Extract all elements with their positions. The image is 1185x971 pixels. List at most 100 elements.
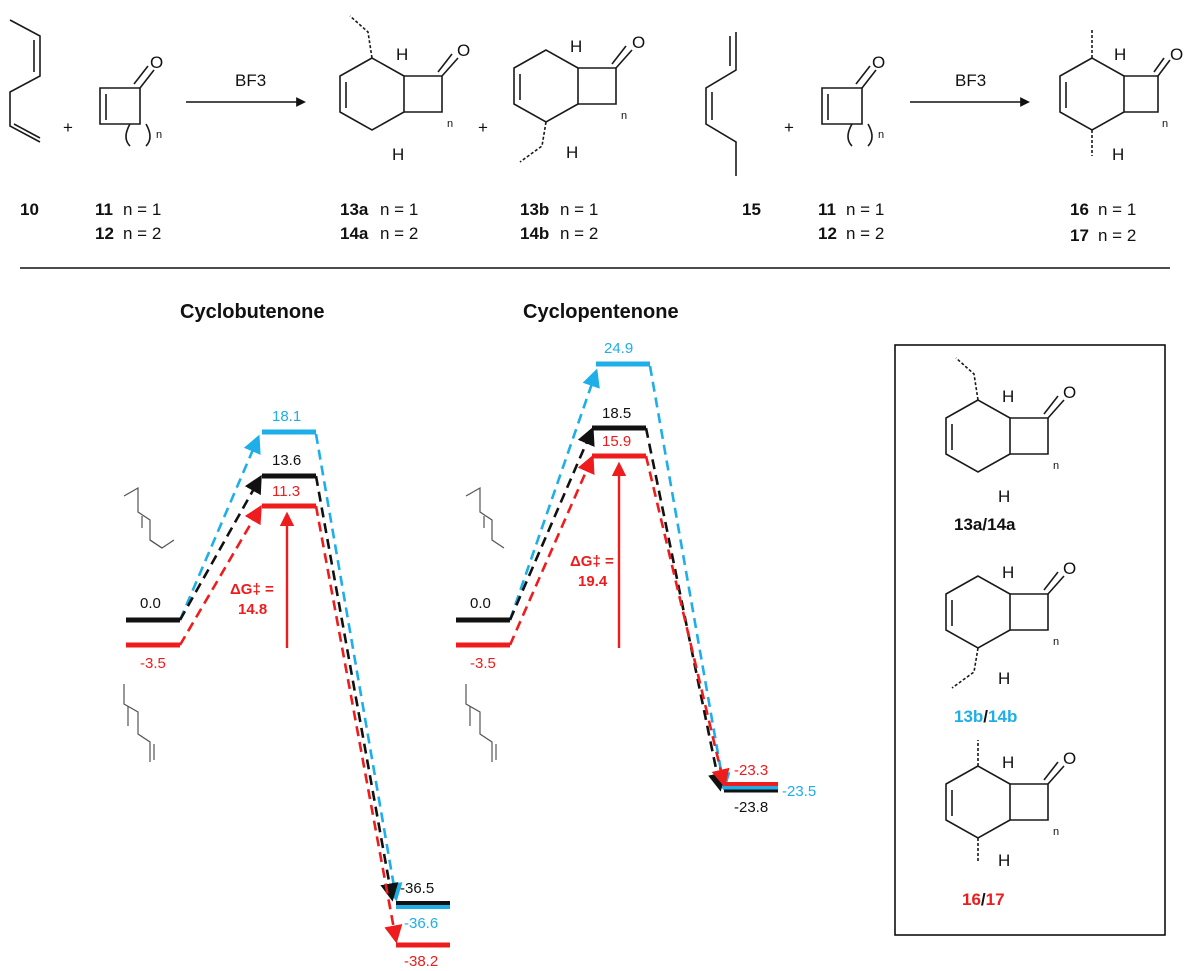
compound-11-label: 11 (818, 200, 836, 219)
oxygen-atom: O (632, 33, 645, 52)
n-subscript: n (621, 110, 627, 122)
value-start-black-right: 0.0 (470, 595, 491, 612)
n-subscript: n (447, 118, 453, 130)
legend-b-sep: / (983, 707, 988, 726)
n-subscript: n (1053, 636, 1059, 648)
diene-icon-15-left (123, 684, 155, 762)
product-13b-structure (513, 45, 633, 163)
product-16-structure (1059, 30, 1171, 156)
n-subscript: n (878, 129, 884, 141)
compound-11-label: 11 (95, 200, 113, 219)
legend-structure-13b (945, 571, 1065, 689)
hydrogen-atom: H (570, 37, 582, 56)
legend-box (894, 344, 1166, 936)
legend-c-sep: / (981, 890, 986, 909)
legend-a-sep: / (982, 515, 987, 534)
plus-sign: + (63, 118, 73, 137)
oxygen-atom: O (1063, 559, 1076, 578)
connector-blue-down-left (314, 433, 403, 902)
n-subscript: n (1162, 118, 1168, 130)
cycloalkenone-structure-1 (99, 65, 155, 147)
compound-12-label: 12 (818, 224, 837, 243)
compound-15-label: 15 (742, 200, 761, 219)
hydrogen-atom: H (1114, 45, 1126, 64)
connector-blue-down-right (648, 365, 731, 792)
compound-13a-label: 13a (340, 200, 369, 219)
compound-12-label: 12 (95, 224, 114, 243)
connector-red-up-left (178, 504, 262, 646)
connector-black-down-right (644, 427, 726, 792)
compound-14a-label: 14a (340, 224, 369, 243)
legend-c-p2: 17 (986, 890, 1005, 909)
plus-sign: + (478, 118, 488, 137)
barrier-label-right: ΔG‡ = (570, 553, 614, 570)
value-ts-red-left: 11.3 (272, 483, 300, 500)
catalyst-label: BF3 (235, 71, 266, 90)
connector-red-down-left (314, 505, 403, 944)
connector-black-up-right (508, 426, 595, 621)
diene-icon-10-right (465, 486, 505, 549)
barrier-value-left: 14.8 (238, 601, 267, 618)
compound-13b-label: 13b (520, 200, 549, 219)
n1-label: n = 1 (846, 200, 884, 219)
profile-title-cyclobutenone: Cyclobutenone (180, 301, 324, 323)
oxygen-atom: O (1063, 383, 1076, 402)
hydrogen-atom: H (1002, 563, 1014, 582)
legend-label-a: 13a/14a (954, 515, 1016, 534)
svg-text:13b/14b: 13b/14b (954, 707, 1017, 726)
diene-15-structure (705, 32, 737, 176)
legend-a-p1: 13a (954, 515, 983, 534)
plus-sign: + (784, 118, 794, 137)
value-ts-black-left: 13.6 (272, 452, 301, 469)
svg-text:16/17: 16/17 (962, 890, 1005, 909)
value-ts-blue-right: 24.9 (604, 340, 633, 357)
n-subscript: n (156, 129, 162, 141)
hydrogen-atom: H (998, 669, 1010, 688)
oxygen-atom: O (872, 53, 885, 72)
value-end-red-right: -23.3 (734, 762, 768, 779)
n1-label: n = 1 (380, 200, 418, 219)
connector-black-down-left (314, 475, 399, 902)
diene-icon-15-right (465, 684, 497, 762)
n2-label: n = 2 (846, 224, 884, 243)
connector-black-up-left (178, 474, 262, 621)
compound-10-label: 10 (20, 200, 39, 219)
value-ts-blue-left: 18.1 (272, 408, 301, 425)
n-subscript: n (1053, 826, 1059, 838)
connector-blue-up-left (178, 434, 261, 621)
value-end-blue-left: -36.6 (404, 915, 438, 932)
value-start-red-right: -3.5 (470, 655, 496, 672)
oxygen-atom: O (1063, 749, 1076, 768)
n1-label: n = 1 (123, 200, 161, 219)
hydrogen-atom: H (1002, 753, 1014, 772)
value-ts-black-right: 18.5 (602, 405, 631, 422)
catalyst-label: BF3 (955, 71, 986, 90)
n2-label: n = 2 (560, 224, 598, 243)
hydrogen-atom: H (566, 143, 578, 162)
legend-c-p1: 16 (962, 890, 981, 909)
oxygen-atom: O (150, 53, 163, 72)
value-start-red-left: -3.5 (140, 655, 166, 672)
barrier-label-left: ΔG‡ = (230, 581, 274, 598)
svg-text:13a/14a: 13a/14a (954, 515, 1016, 534)
n1-label: n = 1 (1098, 200, 1136, 219)
compound-14b-label: 14b (520, 224, 549, 243)
hydrogen-atom: H (396, 45, 408, 64)
legend-a-p2: 14a (987, 515, 1016, 534)
value-end-blue-right: -23.5 (782, 783, 816, 800)
hydrogen-atom: H (1112, 145, 1124, 164)
legend-label-c: 16/17 (962, 890, 1005, 909)
value-end-red-left: -38.2 (404, 953, 438, 970)
legend-b-p2: 14b (988, 707, 1017, 726)
hydrogen-atom: H (998, 487, 1010, 506)
product-13a-structure (339, 15, 459, 131)
n2-label: n = 2 (123, 224, 161, 243)
hydrogen-atom: H (998, 851, 1010, 870)
oxygen-atom: O (457, 41, 470, 60)
hydrogen-atom: H (1002, 387, 1014, 406)
n2-label: n = 2 (380, 224, 418, 243)
connector-red-up-right (508, 454, 595, 646)
connector-red-down-right (644, 455, 730, 788)
n-subscript: n (1053, 460, 1059, 472)
compound-17-label: 17 (1070, 226, 1089, 245)
